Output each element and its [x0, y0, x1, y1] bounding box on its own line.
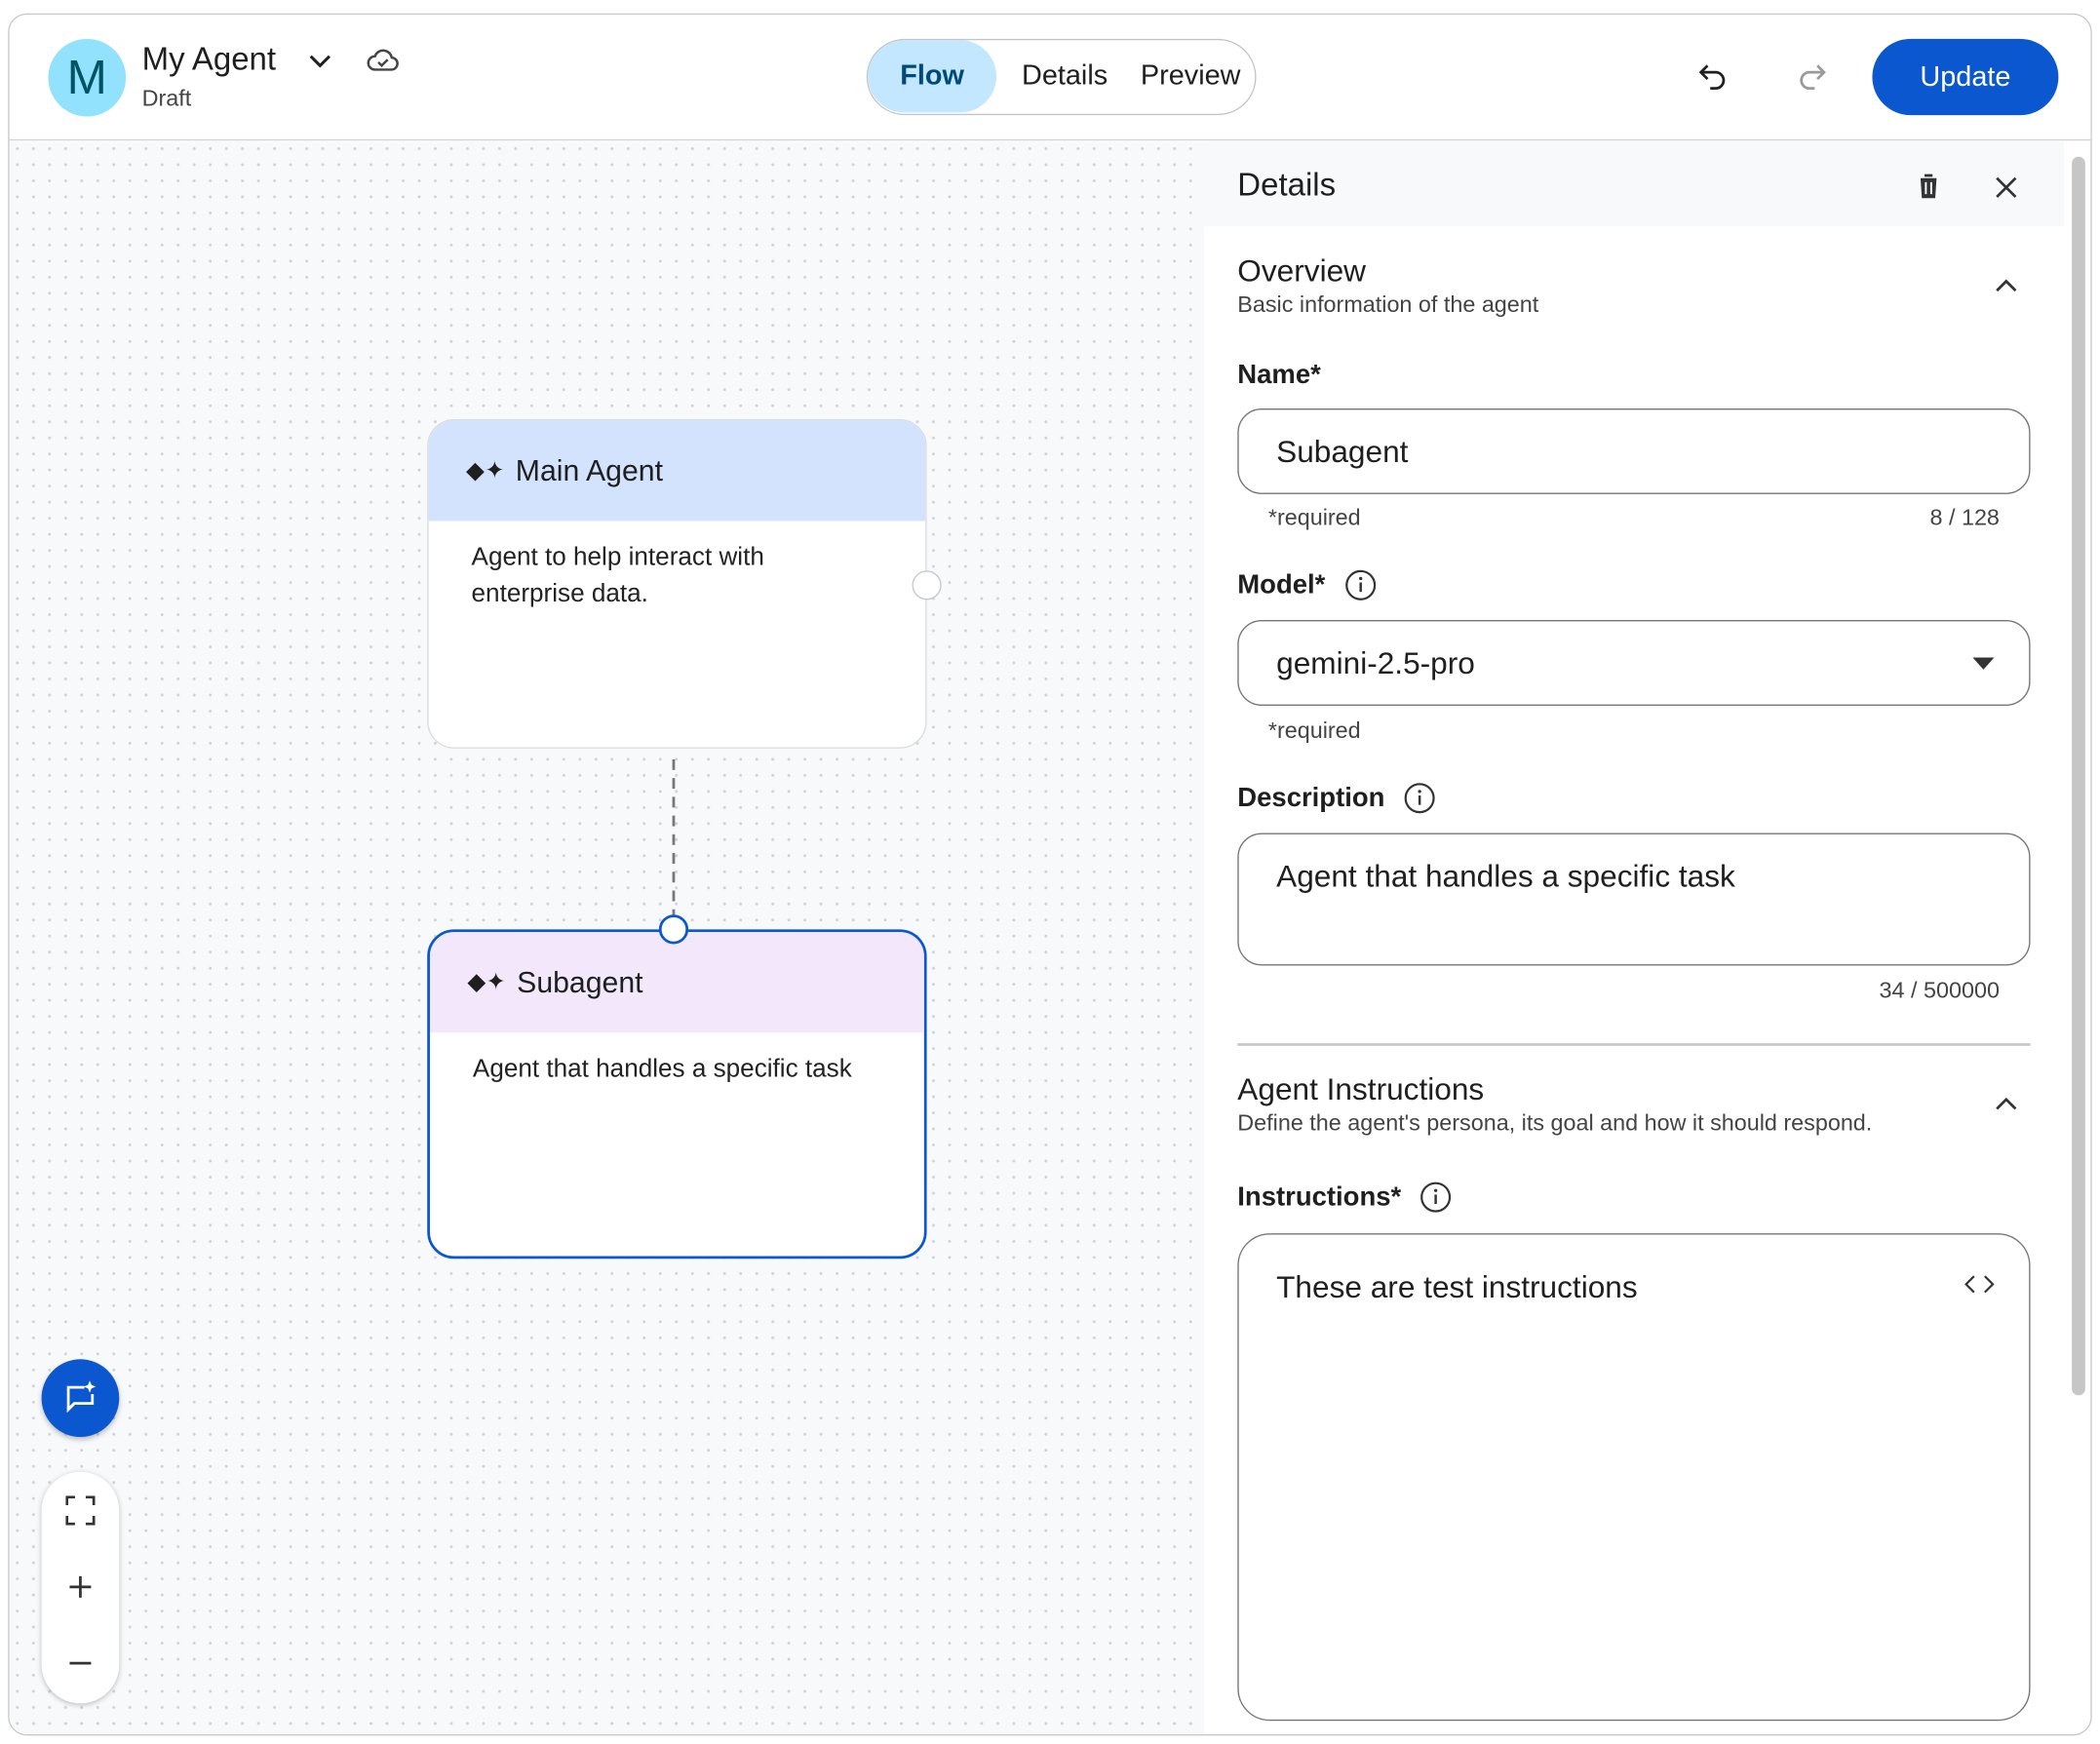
name-label-text: Name* — [1237, 360, 1321, 390]
panel-scrollbar[interactable] — [2069, 148, 2090, 1728]
zoom-controls — [41, 1471, 120, 1704]
connection-line — [672, 758, 676, 928]
ai-assist-button[interactable] — [41, 1359, 120, 1437]
model-value: gemini-2.5-pro — [1276, 644, 1475, 680]
chevron-up-icon[interactable] — [1994, 1096, 2018, 1111]
input-port[interactable] — [658, 914, 689, 945]
avatar: M — [48, 38, 127, 117]
info-icon[interactable] — [1419, 1182, 1452, 1214]
instructions-editor[interactable]: These are test instructions — [1237, 1233, 2031, 1722]
delete-icon[interactable] — [1917, 173, 1941, 199]
node-description: Agent that handles a specific task — [472, 1055, 852, 1084]
instructions-section-subtitle: Define the agent's persona, its goal and… — [1237, 1109, 1873, 1136]
node-main-agent[interactable]: ◆✦ Main Agent Agent to help interact with… — [427, 418, 927, 749]
sparkle-icon: ◆✦ — [467, 968, 507, 995]
description-label: Description — [1237, 782, 1435, 814]
info-icon[interactable] — [1404, 782, 1436, 814]
panel-title: Details — [1237, 167, 1337, 204]
agent-status: Draft — [141, 85, 192, 112]
model-label-text: Model* — [1237, 569, 1326, 600]
chat-sparkle-icon — [66, 1380, 97, 1414]
flow-canvas[interactable]: ◆✦ Main Agent Agent to help interact with… — [9, 140, 1204, 1734]
node-subagent[interactable]: ◆✦ Subagent Agent that handles a specific… — [427, 929, 927, 1260]
panel-header: Details — [1203, 140, 2064, 227]
node-description: Agent to help interact with enterprise d… — [471, 543, 764, 608]
close-icon[interactable] — [1994, 175, 2018, 200]
plus-icon — [69, 1575, 92, 1598]
agent-name: My Agent — [141, 41, 277, 78]
description-textarea[interactable]: Agent that handles a specific task — [1237, 833, 2031, 966]
description-char-count: 34 / 500000 — [1879, 977, 2000, 1003]
chevron-up-icon[interactable] — [1994, 277, 2018, 292]
output-port[interactable] — [912, 570, 942, 601]
minus-icon — [69, 1661, 92, 1664]
overview-subtitle: Basic information of the agent — [1237, 291, 1539, 318]
undo-icon[interactable] — [1695, 58, 1731, 94]
instructions-label-text: Instructions* — [1237, 1182, 1402, 1212]
scrollbar-thumb[interactable] — [2072, 156, 2085, 1396]
name-label: Name* — [1237, 361, 1321, 392]
sparkle-icon: ◆✦ — [466, 456, 505, 484]
node-title: Subagent — [517, 964, 643, 999]
model-label: Model* — [1237, 569, 1376, 601]
tab-preview[interactable]: Preview — [1140, 59, 1241, 92]
redo-icon[interactable] — [1795, 58, 1830, 94]
view-tabs: Flow Details Preview — [866, 38, 1257, 116]
model-select[interactable]: gemini-2.5-pro — [1237, 620, 2031, 706]
tab-flow[interactable]: Flow — [868, 40, 997, 113]
code-view-icon[interactable] — [1964, 1275, 1995, 1294]
section-divider — [1237, 1043, 2031, 1046]
instructions-label: Instructions* — [1237, 1182, 1452, 1214]
top-bar: M My Agent Draft Flow Details Preview Up… — [9, 15, 2091, 141]
dropdown-arrow-icon — [1972, 657, 1995, 670]
tab-details[interactable]: Details — [1021, 59, 1108, 92]
name-input[interactable]: Subagent — [1237, 407, 2031, 494]
overview-title: Overview — [1237, 252, 1366, 289]
instructions-value: These are test instructions — [1276, 1269, 1638, 1304]
node-title: Main Agent — [515, 452, 664, 487]
zoom-in-button[interactable] — [42, 1548, 120, 1624]
fit-view-button[interactable] — [42, 1472, 120, 1548]
app-window: M My Agent Draft Flow Details Preview Up… — [8, 13, 2092, 1736]
name-char-count: 8 / 128 — [1929, 504, 2000, 530]
chevron-down-icon[interactable] — [307, 53, 333, 71]
fit-screen-icon — [65, 1494, 96, 1525]
description-label-text: Description — [1237, 782, 1385, 813]
zoom-out-button[interactable] — [42, 1624, 120, 1700]
instructions-section-title: Agent Instructions — [1237, 1070, 1485, 1106]
cloud-saved-icon[interactable] — [366, 46, 401, 75]
details-panel: Details Overview Basic information of th… — [1203, 140, 2064, 1734]
model-hint: *required — [1267, 717, 1361, 744]
info-icon[interactable] — [1344, 569, 1377, 601]
name-hint: *required — [1267, 504, 1361, 530]
update-button[interactable]: Update — [1872, 38, 2059, 116]
